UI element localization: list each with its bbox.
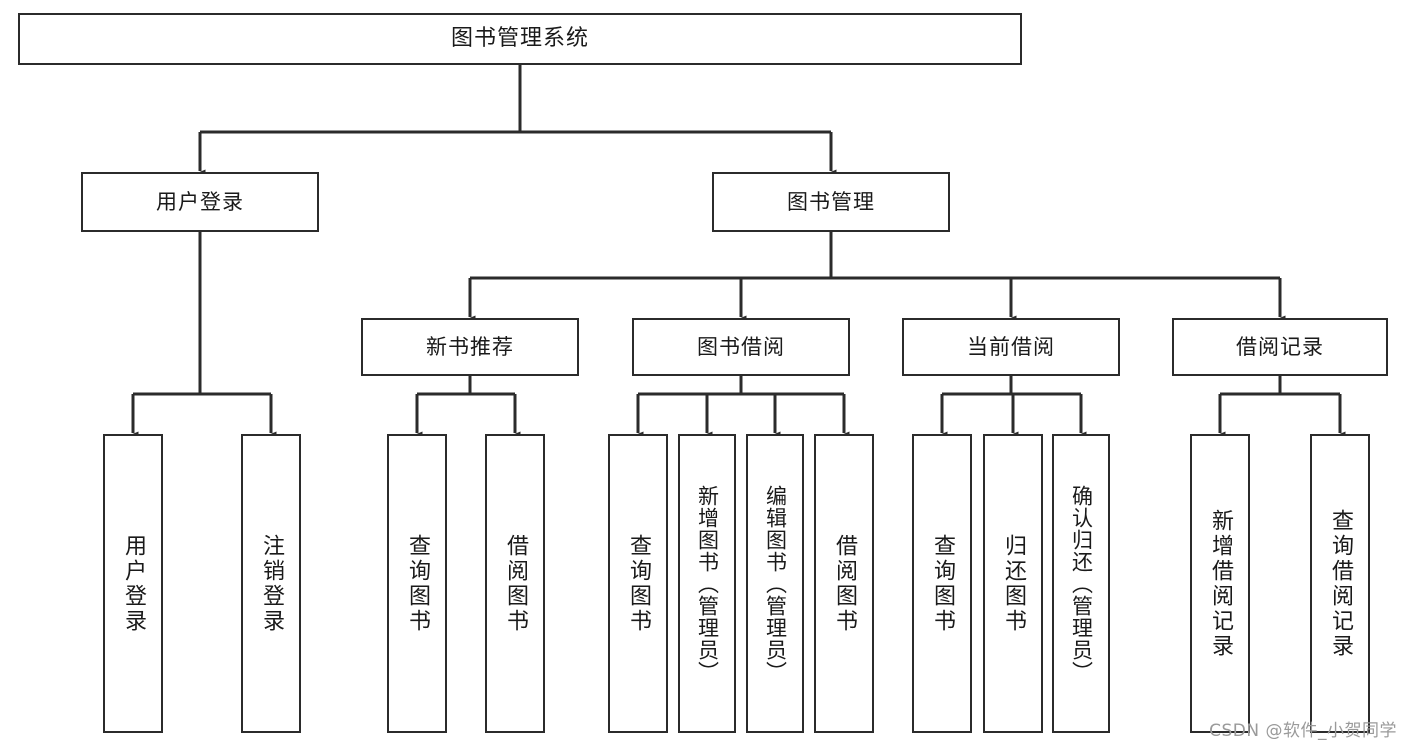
- node-label: 借阅记录: [1236, 334, 1324, 359]
- node-label: 用户登录: [121, 533, 146, 634]
- node-leaf-return-book[interactable]: 归还图书: [983, 434, 1043, 733]
- node-label: 查询借阅记录: [1328, 508, 1353, 659]
- node-label: 当前借阅: [967, 334, 1055, 359]
- node-login[interactable]: 用户登录: [81, 172, 319, 232]
- node-current[interactable]: 当前借阅: [902, 318, 1120, 376]
- node-label: 注销登录: [259, 533, 284, 634]
- node-label: 归还图书: [1001, 533, 1026, 634]
- node-label: 图书借阅: [697, 334, 785, 359]
- node-borrow[interactable]: 图书借阅: [632, 318, 850, 376]
- node-label: 查询图书: [930, 533, 955, 634]
- node-label: 图书管理系统: [450, 26, 589, 52]
- node-newbook[interactable]: 新书推荐: [361, 318, 579, 376]
- node-bookmgmt[interactable]: 图书管理: [712, 172, 950, 232]
- node-leaf-confirm-return[interactable]: 确认归还（管理员）: [1052, 434, 1110, 733]
- watermark: CSDN @软件_小贺同学: [1209, 721, 1397, 741]
- node-label: 用户登录: [156, 189, 244, 214]
- node-leaf-query-book-3[interactable]: 查询图书: [912, 434, 972, 733]
- node-label: 编辑图书（管理员）: [763, 484, 788, 683]
- node-leaf-add-record[interactable]: 新增借阅记录: [1190, 434, 1250, 733]
- node-label: 新增借阅记录: [1208, 508, 1233, 659]
- node-label: 查询图书: [626, 533, 651, 634]
- node-leaf-logout[interactable]: 注销登录: [241, 434, 301, 733]
- node-leaf-edit-book[interactable]: 编辑图书（管理员）: [746, 434, 804, 733]
- node-root[interactable]: 图书管理系统: [18, 13, 1022, 65]
- node-label: 新增图书（管理员）: [695, 484, 720, 683]
- node-label: 借阅图书: [503, 533, 528, 634]
- node-label: 图书管理: [787, 189, 875, 214]
- node-leaf-query-record[interactable]: 查询借阅记录: [1310, 434, 1370, 733]
- node-leaf-query-book-1[interactable]: 查询图书: [387, 434, 447, 733]
- node-leaf-borrow-book-1[interactable]: 借阅图书: [485, 434, 545, 733]
- node-label: 新书推荐: [426, 334, 514, 359]
- node-label: 确认归还（管理员）: [1069, 484, 1094, 683]
- node-label: 查询图书: [405, 533, 430, 634]
- node-leaf-add-book[interactable]: 新增图书（管理员）: [678, 434, 736, 733]
- node-leaf-borrow-book-2[interactable]: 借阅图书: [814, 434, 874, 733]
- node-label: 借阅图书: [832, 533, 857, 634]
- node-leaf-user-login[interactable]: 用户登录: [103, 434, 163, 733]
- node-records[interactable]: 借阅记录: [1172, 318, 1388, 376]
- node-leaf-query-book-2[interactable]: 查询图书: [608, 434, 668, 733]
